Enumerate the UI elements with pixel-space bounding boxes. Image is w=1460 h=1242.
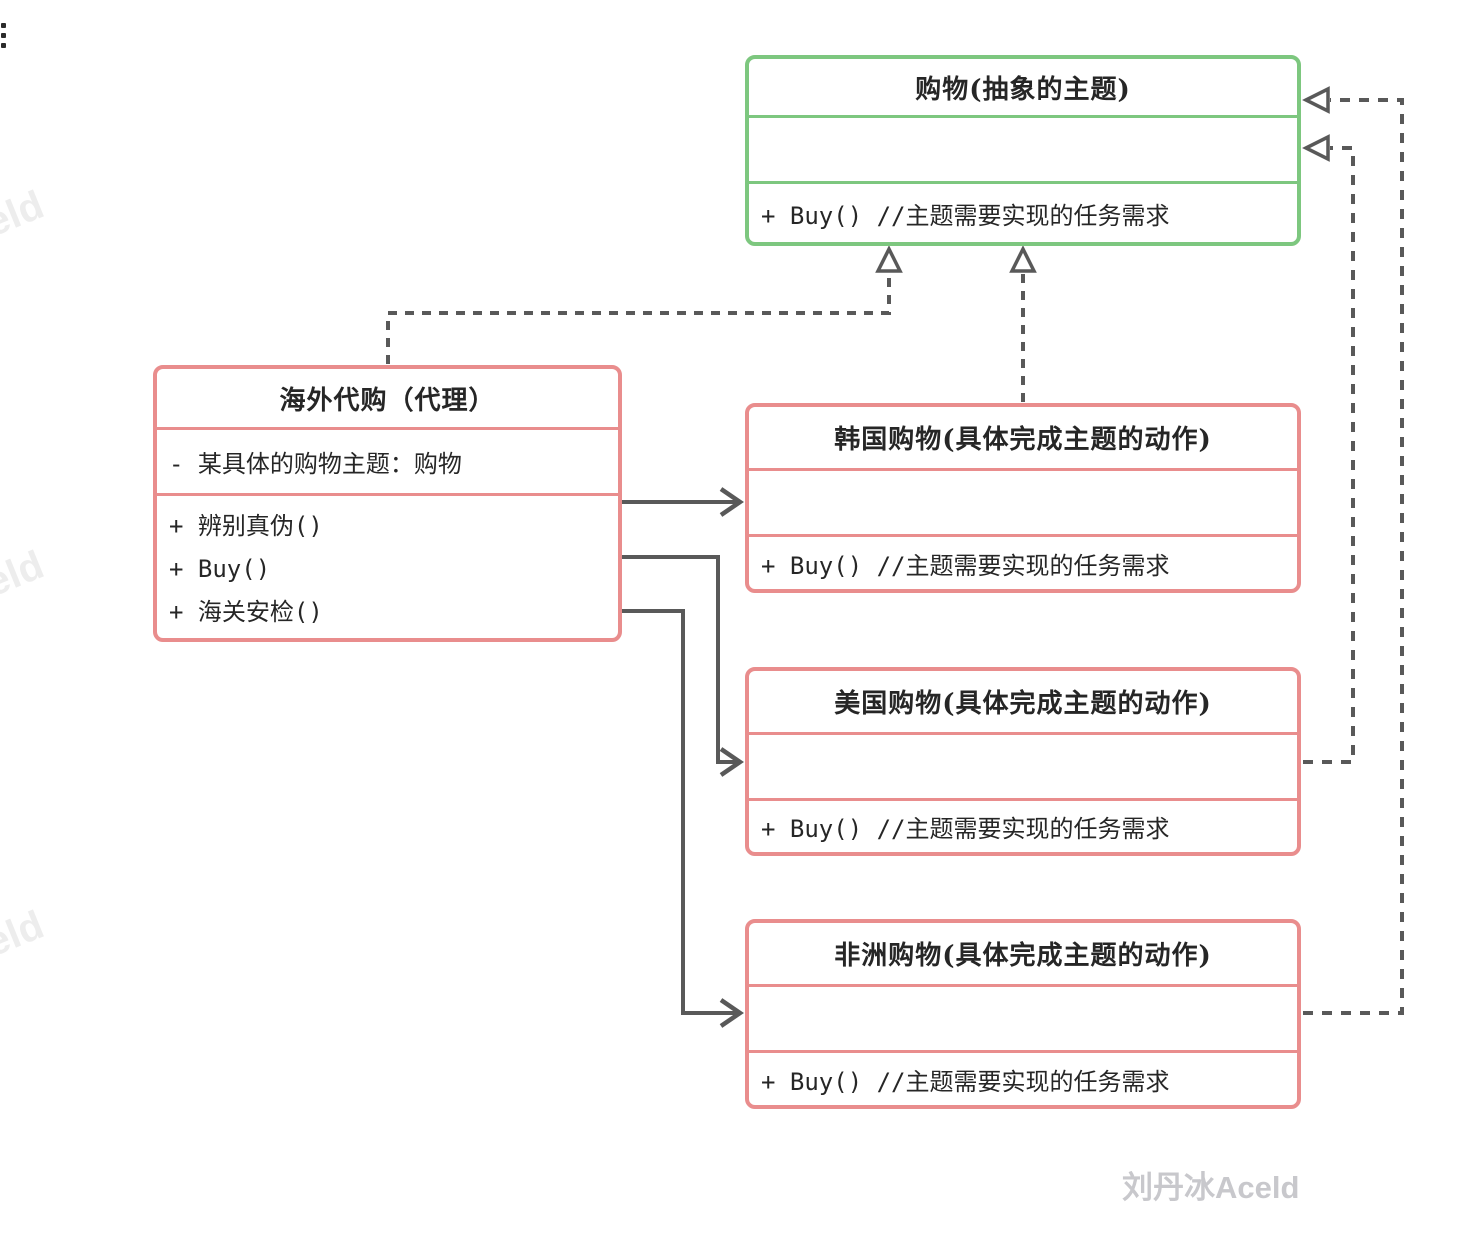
class-title: 美国购物(具体完成主题的动作) [749, 671, 1297, 735]
class-method: + 海关安检() [169, 598, 323, 626]
author-watermark: 刘丹冰Aceld [1122, 1170, 1300, 1205]
class-attributes-empty [749, 471, 1297, 537]
class-box-korea: 韩国购物(具体完成主题的动作) + Buy() //主题需要实现的任务需求 [745, 403, 1301, 593]
class-attribute: - 某具体的购物主题：购物 [157, 430, 618, 496]
class-method: + Buy() //主题需要实现的任务需求 [761, 815, 1170, 843]
class-box-proxy: 海外代购（代理） - 某具体的购物主题：购物 + 辨别真伪() + Buy() … [153, 365, 622, 642]
realization-africa-to-abstract [1302, 86, 1404, 1015]
class-box-abstract-subject: 购物(抽象的主题) + Buy() //主题需要实现的任务需求 [745, 55, 1301, 246]
class-title: 非洲购物(具体完成主题的动作) [749, 923, 1297, 987]
class-method-list: + 辨别真伪() + Buy() + 海关安检() [157, 496, 618, 638]
class-method: + Buy() //主题需要实现的任务需求 [761, 1067, 1170, 1096]
realization-proxy-to-abstract [386, 245, 903, 364]
association-proxy-to-usa [622, 555, 744, 777]
class-attributes-empty [749, 735, 1297, 801]
association-proxy-to-korea [622, 487, 744, 517]
class-title: 韩国购物(具体完成主题的动作) [749, 407, 1297, 471]
kebab-menu-icon[interactable] [1, 23, 9, 49]
association-proxy-to-africa [622, 609, 744, 1028]
class-title: 海外代购（代理） [157, 369, 618, 430]
class-attributes-empty [749, 987, 1297, 1053]
class-method: + Buy() [169, 555, 271, 583]
class-box-africa: 非洲购物(具体完成主题的动作) + Buy() //主题需要实现的任务需求 [745, 919, 1301, 1109]
class-method: + 辨别真伪() [169, 512, 323, 540]
class-method: + Buy() //主题需要实现的任务需求 [761, 551, 1170, 580]
realization-korea-to-abstract [1009, 245, 1037, 402]
class-method: + Buy() //主题需要实现的任务需求 [761, 201, 1170, 230]
class-box-usa: 美国购物(具体完成主题的动作) + Buy() //主题需要实现的任务需求 [745, 667, 1301, 856]
class-attributes-empty [749, 118, 1297, 184]
realization-usa-to-abstract [1302, 134, 1355, 764]
class-title: 购物(抽象的主题) [749, 59, 1297, 118]
